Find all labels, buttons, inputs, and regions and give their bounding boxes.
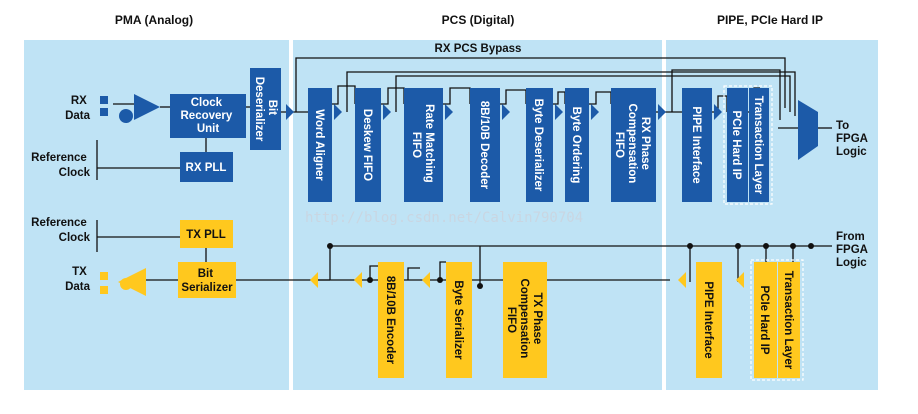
rx-pipe-interface-block: [682, 88, 712, 202]
decoder-8b10b-block: [470, 88, 500, 202]
word-aligner-label: Word Aligner: [313, 109, 325, 181]
tx-pll-block: [180, 220, 233, 248]
byte-ordering-block: [565, 88, 589, 202]
tx-pcie-hard-ip-label: PCIe Hard IP: [758, 285, 770, 354]
to-fpga-logic-label: To FPGA Logic: [836, 120, 871, 158]
tx-phase-comp-fifo-label: TX Phase Compensation FIFO: [505, 278, 543, 361]
watermark: http://blog.csdn.net/Calvin790704: [305, 210, 583, 226]
deskew-fifo-block: [355, 88, 381, 202]
pma-section-header: PMA (Analog): [115, 13, 193, 27]
tx-stage-markers: [310, 272, 744, 288]
rx-transaction-layer-label: Transaction Layer: [752, 96, 764, 195]
encoder-8b10b-block: [378, 262, 404, 378]
rx-pcie-hard-ip-label: PCIe Hard IP: [730, 110, 742, 179]
byte-serializer-block: [446, 262, 472, 378]
rx-pcie-ip-dashed-outline: [723, 85, 773, 205]
tx-pipe-interface-block: [696, 262, 722, 378]
tx-data-label: TX Data: [65, 266, 91, 293]
tx-pcie-hard-ip-block: [754, 262, 777, 378]
deskew-fifo-label: Deskew FIFO: [361, 109, 373, 181]
rx-transaction-layer-block: [749, 88, 769, 202]
byte-deserializer-label: Byte Deserializer: [532, 99, 544, 192]
rx-pll-label: RX PLL: [186, 162, 227, 174]
byte-deserializer-block: [526, 88, 553, 202]
rx-pipe-interface-label: PIPE Interface: [690, 106, 702, 183]
clock-recovery-unit-block: [170, 94, 246, 138]
encoder-8b10b-label: 8B/10B Encoder: [384, 276, 396, 365]
word-aligner-block: [308, 88, 332, 202]
tx-output-buffer: [100, 268, 146, 296]
rx-output-mux: [798, 100, 818, 160]
pcs-section-header: PCS (Digital): [442, 13, 515, 27]
byte-ordering-label: Byte Ordering: [570, 107, 582, 184]
tx-transaction-layer-block: [778, 262, 800, 378]
tx-wires: [96, 220, 832, 286]
tx-pipe-interface-label: PIPE Interface: [702, 281, 714, 358]
bit-serializer-label: Bit Serializer: [181, 268, 233, 294]
clock-recovery-unit-label: Clock Recovery Unit: [181, 97, 236, 135]
rx-wires: [96, 57, 832, 180]
rate-matching-fifo-label: Rate Matching FIFO: [410, 104, 435, 186]
rx-data-label: RX Data: [65, 95, 91, 122]
rx-pll-block: [180, 152, 233, 182]
rx-reference-clock-label: Reference Clock: [31, 152, 90, 179]
pma-panel: [24, 40, 289, 390]
from-fpga-logic-label: From FPGA Logic: [836, 231, 871, 269]
tx-phase-comp-fifo-block: [503, 262, 547, 378]
bit-serializer-block: [178, 262, 236, 298]
tx-transaction-layer-label: Transaction Layer: [782, 271, 794, 370]
tx-reference-clock-label: Reference Clock: [31, 217, 90, 244]
tx-pll-label: TX PLL: [186, 229, 226, 241]
rx-phase-comp-fifo-label: RX Phase Compensation FIFO: [613, 103, 651, 186]
rate-matching-fifo-block: [404, 88, 443, 202]
byte-serializer-label: Byte Serializer: [452, 280, 464, 360]
tx-wire-junctions: [327, 243, 814, 289]
tx-pcie-ip-dashed-outline: [750, 259, 804, 381]
rx-pcie-hard-ip-block: [727, 88, 748, 202]
decoder-8b10b-label: 8B/10B Decoder: [478, 101, 490, 190]
rx-pcs-bypass-label: RX PCS Bypass: [435, 43, 522, 55]
bit-deserializer-block: [250, 68, 281, 150]
rx-stage-markers: [286, 104, 722, 120]
rx-phase-comp-fifo-block: [611, 88, 656, 202]
pipe-section-header: PIPE, PCIe Hard IP: [717, 13, 823, 27]
bit-deserializer-label: Bit Deserializer: [253, 77, 278, 142]
rx-input-buffer: [100, 94, 160, 123]
